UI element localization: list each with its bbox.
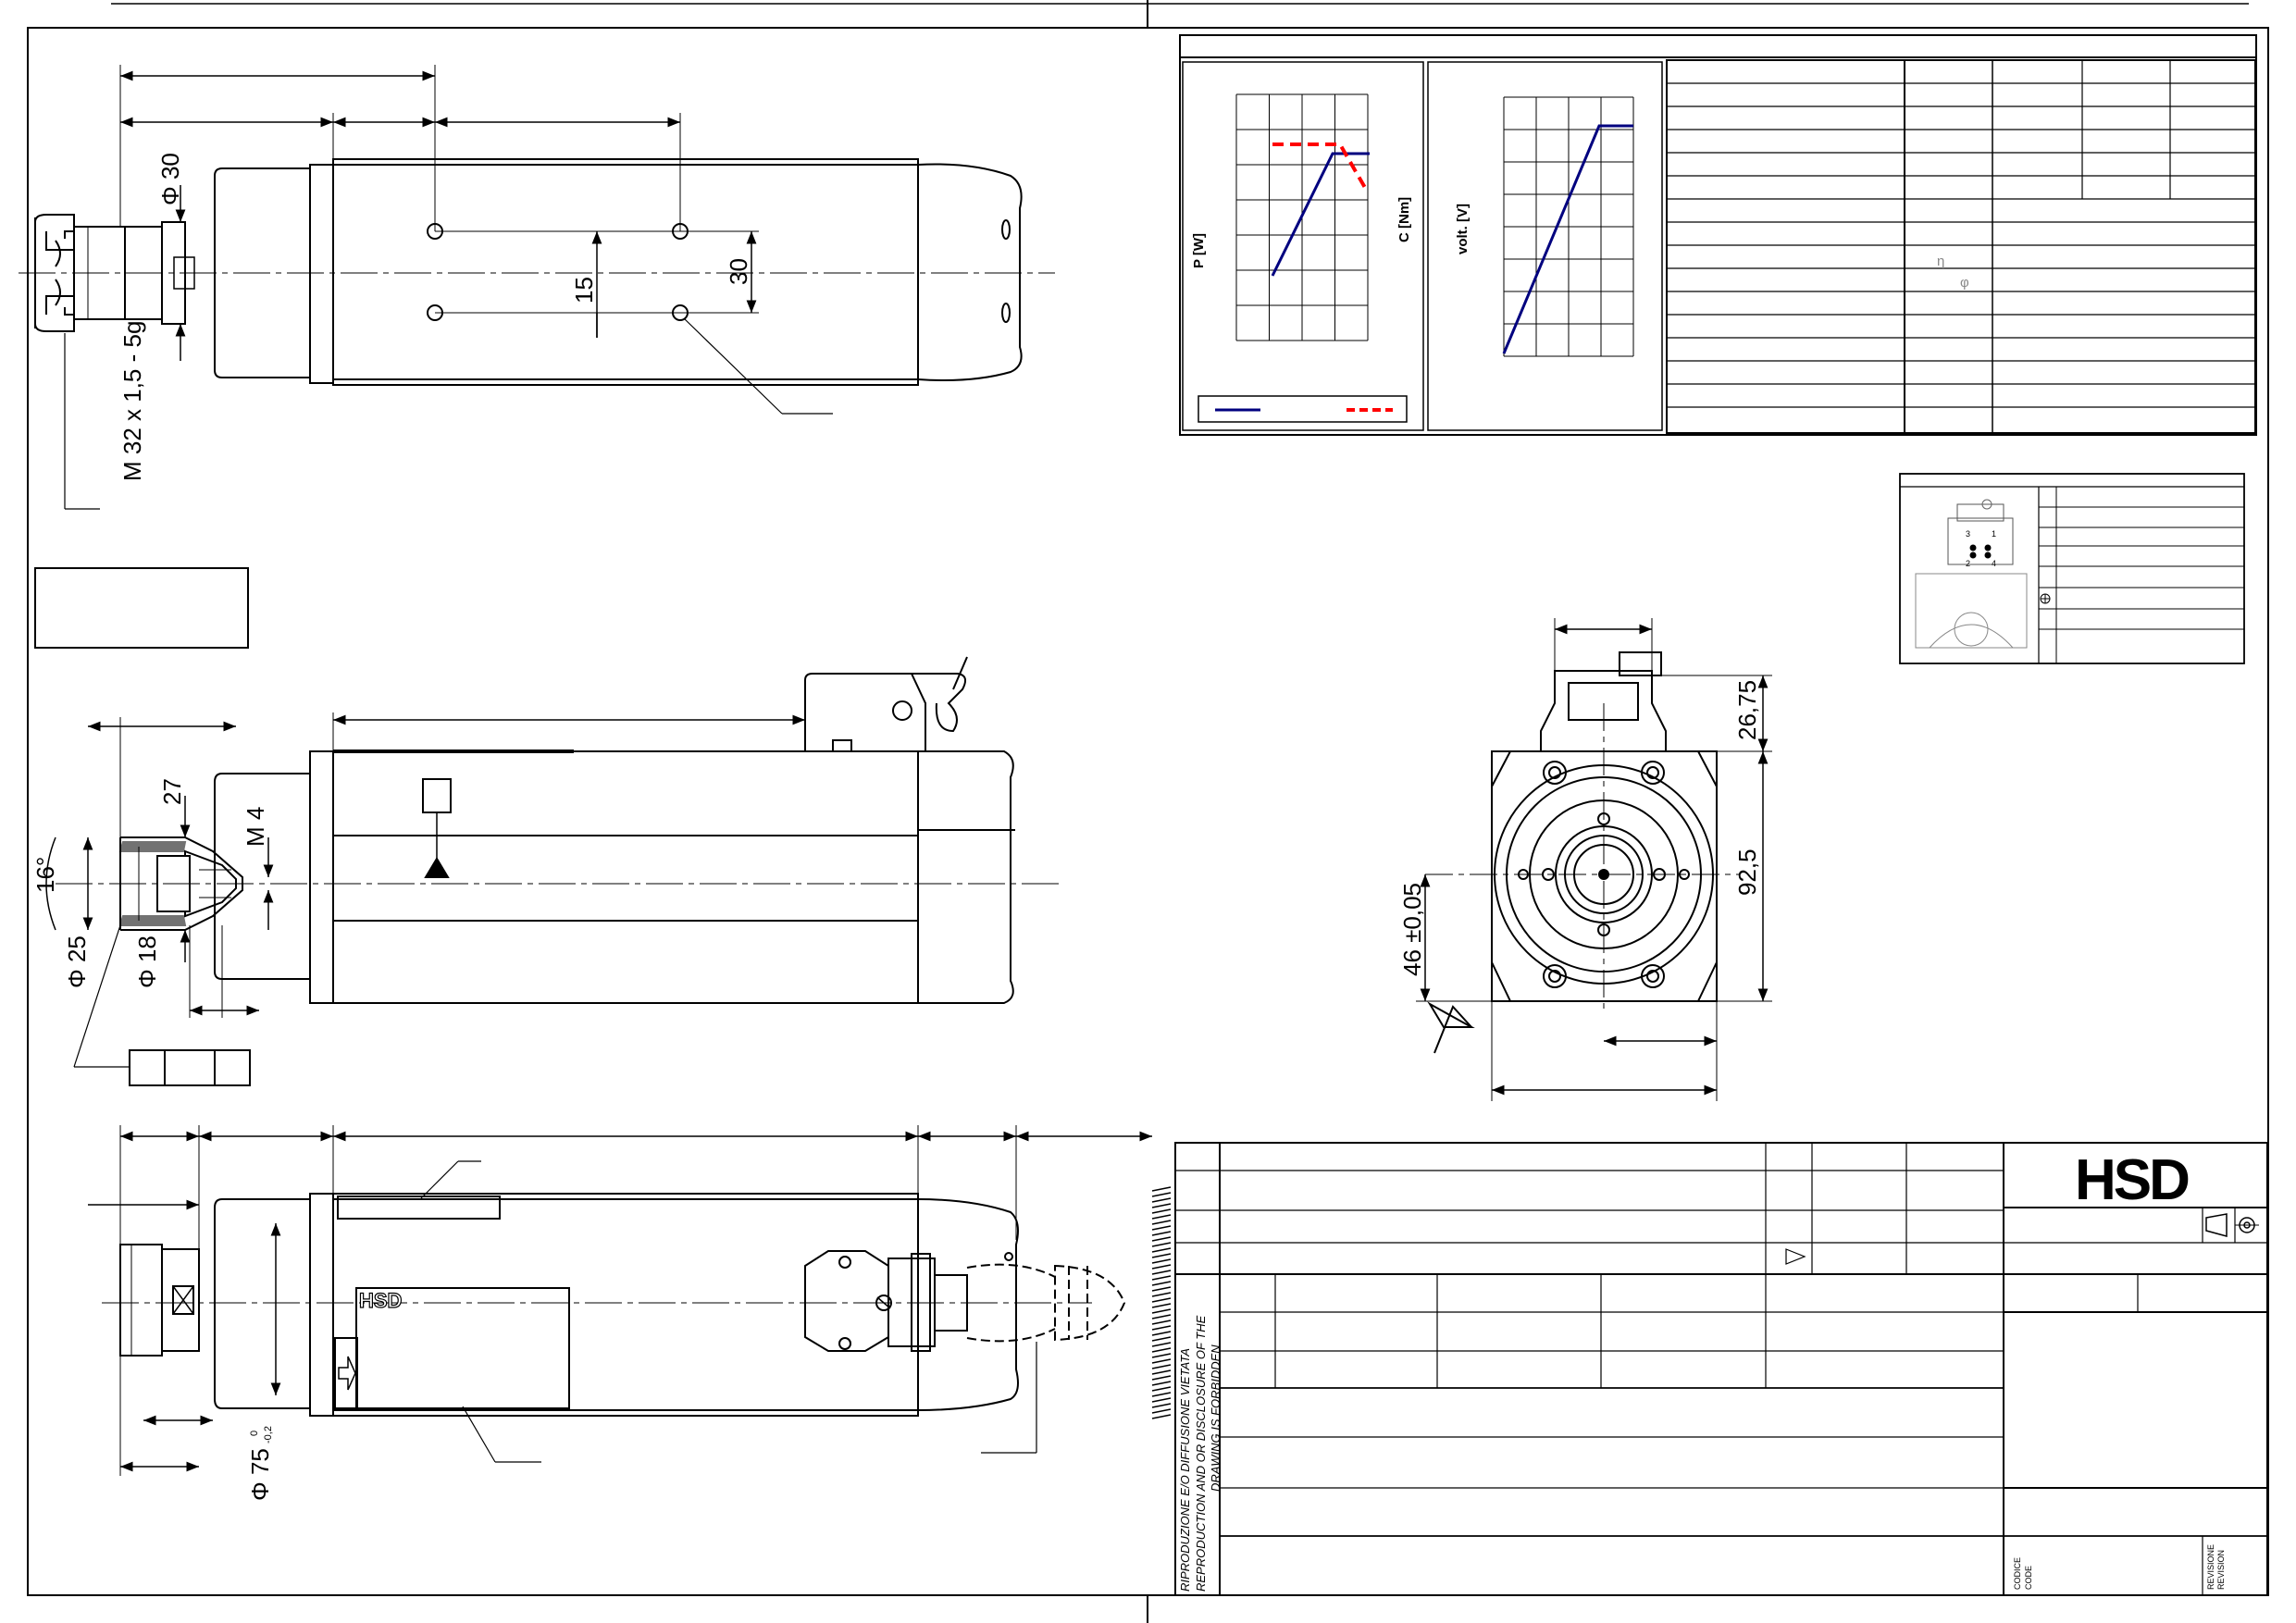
grid-line: [1151, 1214, 1172, 1220]
dim-collet-nut-diameter: Φ 25: [63, 935, 91, 988]
note-box: [34, 567, 249, 649]
dim-center-height: 46 ±0,05: [1398, 883, 1426, 976]
grid-line: [1151, 1297, 1172, 1303]
grid-line: [1151, 1192, 1172, 1197]
grid-line: [1151, 1369, 1172, 1375]
sheet-frame: [27, 0, 2269, 1623]
dim-inner-diameter: Φ 18: [133, 935, 161, 988]
dim-cone-angle: 16°: [31, 857, 59, 893]
grid-line: [1151, 1364, 1172, 1369]
torque-axis-label: C [Nm]: [1396, 197, 1412, 242]
pin-label-4: 4: [1992, 559, 1996, 568]
grid-line: [1151, 1414, 1172, 1419]
phi-symbol: φ: [1960, 275, 1969, 291]
bottom-view: [88, 1125, 1152, 1476]
grid-line: [1151, 1236, 1172, 1242]
grid-line: [1151, 1303, 1172, 1308]
rear-cap: [917, 163, 1023, 381]
grid-line: [1151, 1408, 1172, 1414]
pin-label-1: 1: [1992, 529, 1996, 539]
pin-label-2: 2: [1966, 559, 1970, 568]
tolerance-frame: [129, 1049, 251, 1086]
grid-line: [1151, 1308, 1172, 1314]
dim-body-tolerance-lower: -0,2: [263, 1426, 274, 1443]
grid-line: [1151, 1281, 1172, 1286]
grid-line: [1151, 1392, 1172, 1397]
grid-line: [1151, 1381, 1172, 1386]
hsd-logo: HSD: [2075, 1148, 2189, 1212]
grid-line: [1151, 1186, 1172, 1192]
scale-ruler: [1151, 1186, 1172, 1419]
voltage-chart: [1502, 96, 1634, 357]
grid-line: [1151, 1292, 1172, 1297]
revision-label-italian: REVISIONE: [2206, 1544, 2215, 1590]
grid-line: [1151, 1331, 1172, 1336]
power-curve: [1271, 152, 1370, 277]
grid-line: [1151, 1225, 1172, 1231]
grid-line: [1151, 1203, 1172, 1208]
code-label-english: CODE: [2024, 1566, 2033, 1590]
grid-line: [1151, 1264, 1172, 1270]
dim-flange-height: 92,5: [1733, 849, 1761, 896]
eta-symbol: η: [1937, 254, 1944, 269]
connector-pinout: [1899, 473, 2245, 664]
body-logo: HSD: [359, 1289, 402, 1312]
side-section-view: [45, 656, 1060, 1086]
dim-thread: M 32 x 1,5 - 5g: [118, 321, 146, 481]
grid-line: [1151, 1242, 1172, 1247]
grid-line: [1151, 1342, 1172, 1347]
grid-line: [1151, 1386, 1172, 1392]
grid-line: [1151, 1270, 1172, 1275]
grid-line: [1151, 1375, 1172, 1381]
code-label-italian: CODICE: [2013, 1557, 2022, 1590]
performance-table: [1666, 59, 2256, 434]
dim-hole-spacing-inner: 15: [570, 277, 598, 304]
grid-line: [1151, 1353, 1172, 1358]
warning-text-english-1: REPRODUCTION AND OR DISCLOSURE OF THE: [1194, 1315, 1208, 1592]
torque-curve: [1272, 142, 1370, 193]
rating-plate: [337, 1196, 501, 1220]
grid-line: [1151, 1286, 1172, 1292]
grid-line: [1151, 1397, 1172, 1403]
dim-bolt-thread: M 4: [242, 807, 269, 847]
top-view: [19, 65, 1055, 510]
revision-label-english: REVISION: [2216, 1550, 2226, 1590]
front-view: [1416, 618, 1772, 1101]
voltage-curve: [1502, 124, 1633, 354]
dim-taper-length: 27: [158, 778, 186, 805]
grid-line: [1151, 1403, 1172, 1408]
grid-line: [1151, 1253, 1172, 1258]
grid-line: [1151, 1197, 1172, 1203]
dim-hole-spacing-outer: 30: [725, 258, 752, 285]
grid-line: [1151, 1258, 1172, 1264]
voltage-axis-label: volt. [V]: [1455, 204, 1471, 254]
pin-label-3: 3: [1966, 529, 1970, 539]
grid-line: [1151, 1358, 1172, 1364]
grid-line: [1151, 1247, 1172, 1253]
spindle-body-bottom: [332, 1193, 919, 1417]
dim-connector-height: 26,75: [1733, 680, 1761, 740]
title-block: [1174, 1142, 2268, 1596]
grid-line: [1151, 1319, 1172, 1325]
top-connector: [804, 673, 926, 751]
legend-box: [1198, 395, 1408, 423]
grid-line: [1151, 1275, 1172, 1281]
warning-text-italian: RIPRODUZIONE E/O DIFFUSIONE VIETATA: [1178, 1348, 1192, 1592]
grid-line: [1151, 1220, 1172, 1225]
dim-body-tolerance-upper: 0: [249, 1431, 260, 1436]
spindle-body: [332, 158, 919, 386]
grid-line: [1151, 1336, 1172, 1342]
grid-line: [1151, 1325, 1172, 1331]
dim-shaft-diameter: Φ 30: [156, 153, 184, 205]
spindle-body-side: [332, 750, 919, 1004]
grid-line: [1151, 1347, 1172, 1353]
power-axis-label: P [W]: [1191, 233, 1207, 268]
warning-text-english-2: DRAWING IS FORBIDDEN: [1209, 1344, 1222, 1492]
grid-line: [1151, 1314, 1172, 1319]
grid-line: [1151, 1231, 1172, 1236]
dim-body-diameter: Φ 75: [246, 1448, 274, 1501]
power-torque-chart: [1198, 93, 1408, 423]
grid-line: [1151, 1208, 1172, 1214]
